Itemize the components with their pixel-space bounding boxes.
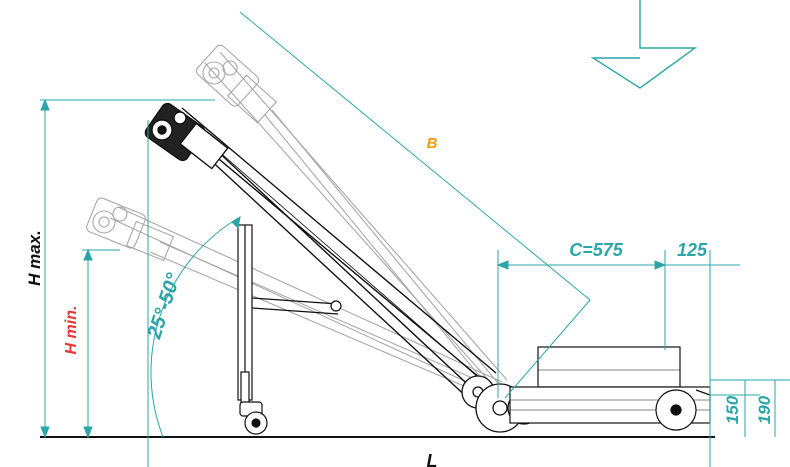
gear-motor-icon [144, 102, 229, 170]
ghost-conveyor-low [86, 197, 503, 399]
dimension-c-label: C=575 [569, 240, 624, 260]
caster-wheel-icon [239, 401, 268, 435]
dimension-190-label: 190 [755, 395, 774, 424]
ghost-conveyor-high [195, 44, 508, 396]
support-stand [237, 224, 342, 413]
down-arrow-icon [590, 0, 698, 89]
h-min-label: H min. [63, 306, 80, 355]
dimension-125-label: 125 [677, 240, 708, 260]
infeed-section [509, 346, 711, 431]
length-l-label: L [427, 451, 438, 467]
dimension-150-label: 150 [723, 395, 742, 424]
h-max-label: H max. [25, 230, 44, 286]
dimension-lines [40, 11, 790, 467]
length-b-label: B [427, 135, 438, 152]
main-conveyor [169, 107, 497, 401]
angle-label: 25°-50° [143, 270, 185, 343]
